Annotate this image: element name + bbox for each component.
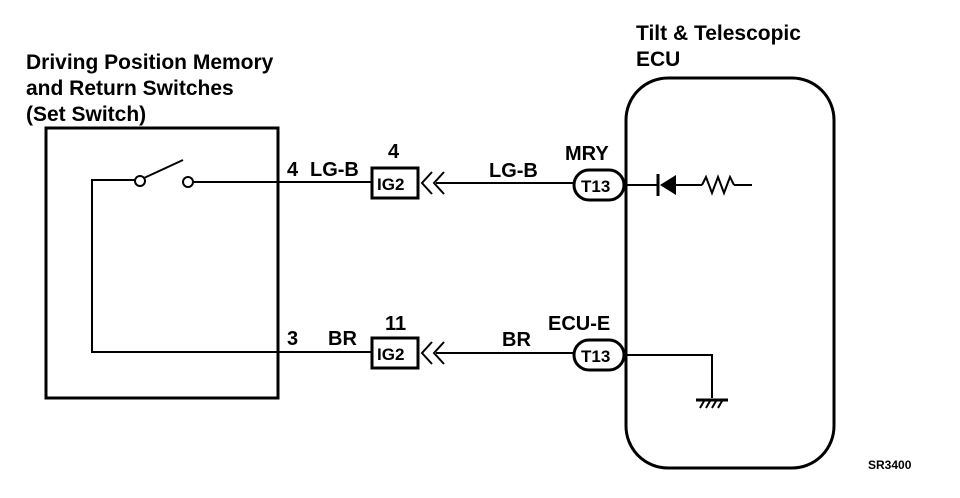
bottom-wire-color-left: BR <box>328 328 357 350</box>
switch-title-line3: (Set Switch) <box>26 103 146 126</box>
figure-code: SR3400 <box>868 458 912 472</box>
top-terminal-connector-label: T13 <box>581 177 610 196</box>
bottom-connector-chevrons <box>420 341 445 365</box>
switch-title-line1: Driving Position Memory <box>26 51 274 74</box>
top-connector-label: IG2 <box>377 175 404 194</box>
top-terminal-name: MRY <box>565 143 609 165</box>
ecu-title-line1: Tilt & Telescopic <box>636 22 801 45</box>
bottom-circuit: 3 BR 11 IG2 BR ECU-E T13 <box>278 313 626 372</box>
bottom-connector-box <box>370 336 420 370</box>
top-connector-pin: 4 <box>388 141 400 163</box>
top-pin-number: 4 <box>287 159 299 181</box>
ecu-block-box <box>624 76 836 470</box>
bottom-terminal-connector-label: T13 <box>581 347 610 366</box>
switch-title-line2: and Return Switches <box>26 77 234 100</box>
ground-symbol <box>624 354 728 409</box>
top-circuit: 4 LG-B 4 IG2 LG-B MRY T13 <box>278 141 626 202</box>
bottom-terminal-name: ECU-E <box>548 313 610 335</box>
bottom-pin-number: 3 <box>287 328 298 350</box>
bottom-wire-color-right: BR <box>502 329 531 351</box>
bottom-connector-label: IG2 <box>377 345 404 364</box>
bottom-connector-pin: 11 <box>385 313 406 335</box>
switch-block-box <box>44 126 280 400</box>
top-wire-color-left: LG-B <box>310 159 359 181</box>
ecu-title-line2: ECU <box>636 48 680 71</box>
diode-resistor-symbol <box>624 174 752 196</box>
top-connector-box <box>370 166 420 200</box>
top-connector-chevrons <box>420 171 445 195</box>
set-switch-symbol <box>91 159 278 353</box>
top-wire-color-right: LG-B <box>489 160 538 182</box>
